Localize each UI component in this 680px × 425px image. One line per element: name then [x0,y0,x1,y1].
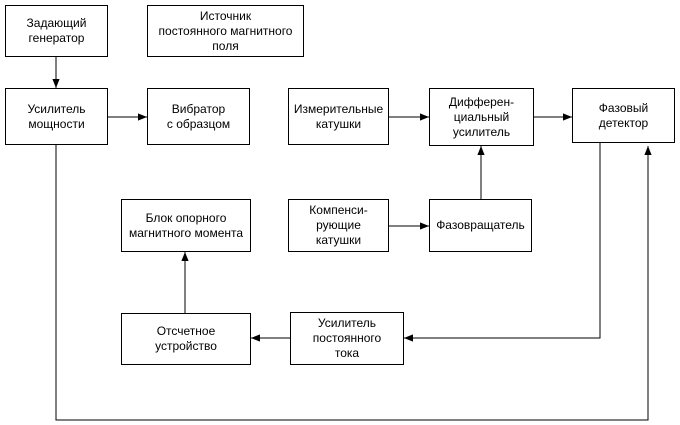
block-label: Усилитель мощности [27,101,86,131]
block-phase-detector: Фазовый детектор [572,88,675,143]
block-magnetic-field-source: Источник постоянного магнитного поля [147,5,304,57]
block-label: Измерительные катушки [293,101,384,131]
block-label: Усилитель постоянного тока [312,316,382,360]
block-label: Задающий генератор [26,16,87,45]
arrow-detector-to-dcamp [404,143,601,342]
block-power-amplifier: Усилитель мощности [5,88,108,145]
block-readout-device: Отсчетное устройство [121,313,251,365]
block-label: Вибратор с образцом [166,101,231,131]
block-dc-amplifier: Усилитель постоянного тока [290,312,404,365]
block-label: Фазовращатель [436,218,525,232]
block-reference-moment-unit: Блок опорного магнитного момента [121,199,251,252]
block-label: Отсчетное устройство [155,324,217,353]
block-phase-shifter: Фазовращатель [429,199,532,252]
block-label: Источник постоянного магнитного поля [158,8,293,53]
block-label: Фазовый детектор [598,100,649,130]
block-compensating-coils: Компенси- рующие катушки [288,199,389,252]
block-label: Блок опорного магнитного момента [128,210,244,240]
block-measuring-coils: Измерительные катушки [288,88,389,145]
block-vibrator: Вибратор с образцом [147,88,250,145]
block-differential-amplifier: Дифферен- циальный усилитель [429,88,534,146]
block-label: Дифферен- циальный усилитель [448,94,515,139]
arrow-amplifier-to-detector [55,145,652,421]
block-master-generator: Задающий генератор [5,5,108,57]
block-label: Компенси- рующие катушки [309,203,368,247]
